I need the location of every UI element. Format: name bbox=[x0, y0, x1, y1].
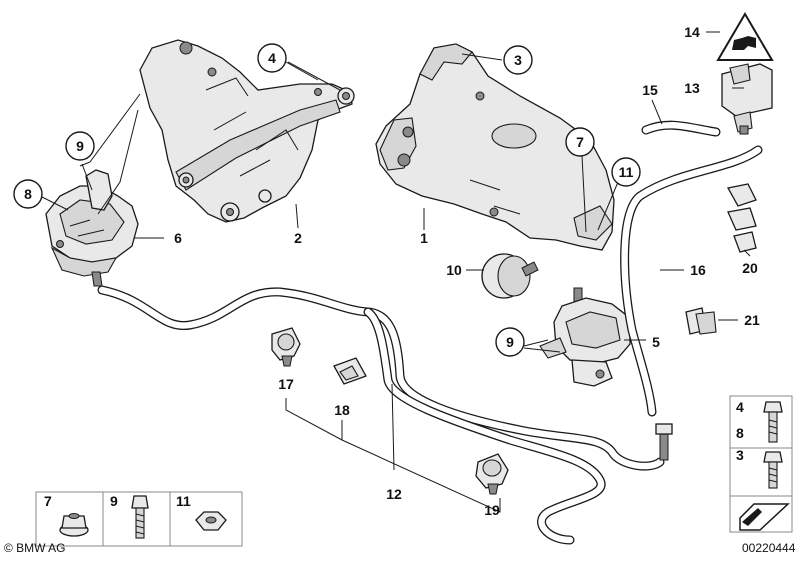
flange-nut-icon bbox=[59, 513, 89, 537]
hardware-legend-right: 4 8 3 bbox=[729, 395, 793, 533]
legend-num-9: 9 bbox=[110, 493, 118, 509]
solenoid-valve bbox=[721, 63, 773, 135]
callout-4[interactable]: 4 bbox=[257, 43, 287, 73]
svg-text:7: 7 bbox=[576, 134, 584, 150]
hose-clip-18 bbox=[333, 357, 367, 385]
callout-8[interactable]: 8 bbox=[13, 179, 43, 209]
label-20: 20 bbox=[742, 260, 758, 276]
arrow-icon bbox=[739, 503, 790, 531]
callout-9-left[interactable]: 9 bbox=[65, 131, 95, 161]
label-21: 21 bbox=[744, 312, 760, 328]
engine-support-arm bbox=[375, 43, 615, 251]
legend-num-4: 4 bbox=[736, 399, 744, 415]
stud-bolt-icon bbox=[763, 451, 783, 489]
label-13: 13 bbox=[684, 80, 700, 96]
callout-11[interactable]: 11 bbox=[611, 157, 641, 187]
label-14: 14 bbox=[684, 24, 700, 40]
hex-bolt-icon bbox=[131, 495, 149, 539]
svg-text:11: 11 bbox=[619, 164, 634, 180]
label-6: 6 bbox=[174, 230, 182, 246]
svg-text:8: 8 bbox=[24, 186, 32, 202]
label-17: 17 bbox=[278, 376, 294, 392]
svg-text:9: 9 bbox=[76, 138, 84, 154]
engine-mount-left bbox=[45, 169, 139, 287]
hose-clip-17 bbox=[271, 327, 301, 367]
hose-clip-20 bbox=[726, 183, 757, 253]
callout-9-right[interactable]: 9 bbox=[495, 327, 525, 357]
callout-7[interactable]: 7 bbox=[565, 127, 595, 157]
legend-num-3: 3 bbox=[736, 447, 744, 463]
copyright-text: © BMW AG bbox=[4, 541, 66, 555]
label-1: 1 bbox=[420, 230, 428, 246]
label-19: 19 bbox=[484, 502, 500, 518]
hardware-legend-left: 7 9 11 bbox=[35, 491, 243, 547]
svg-text:9: 9 bbox=[506, 334, 514, 350]
legend-num-7: 7 bbox=[44, 493, 52, 509]
leader-lines bbox=[39, 31, 751, 471]
engine-support-bracket bbox=[139, 39, 355, 223]
callout-3[interactable]: 3 bbox=[503, 45, 533, 75]
diagram-ref-number: 00220444 bbox=[742, 541, 796, 555]
flange-bolt-icon bbox=[763, 401, 783, 443]
hose-clip-19 bbox=[475, 453, 509, 495]
label-18: 18 bbox=[334, 402, 350, 418]
label-5: 5 bbox=[652, 334, 660, 350]
hose-clip-21 bbox=[685, 307, 717, 335]
warning-triangle-icon bbox=[716, 12, 774, 61]
hex-nut-icon bbox=[195, 511, 227, 531]
label-15: 15 bbox=[642, 82, 658, 98]
svg-text:4: 4 bbox=[268, 50, 276, 66]
legend-num-11: 11 bbox=[176, 493, 191, 509]
label-16: 16 bbox=[690, 262, 706, 278]
label-12: 12 bbox=[386, 486, 402, 502]
label-2: 2 bbox=[294, 230, 302, 246]
svg-text:3: 3 bbox=[514, 52, 522, 68]
part-labels: 1 2 5 6 10 12 13 14 15 16 17 18 19 20 21 bbox=[174, 24, 760, 518]
rubber-buffer bbox=[481, 253, 539, 299]
label-10: 10 bbox=[446, 262, 462, 278]
vacuum-hoses bbox=[97, 120, 763, 545]
engine-mount-right bbox=[539, 287, 631, 387]
legend-num-8: 8 bbox=[736, 425, 744, 441]
